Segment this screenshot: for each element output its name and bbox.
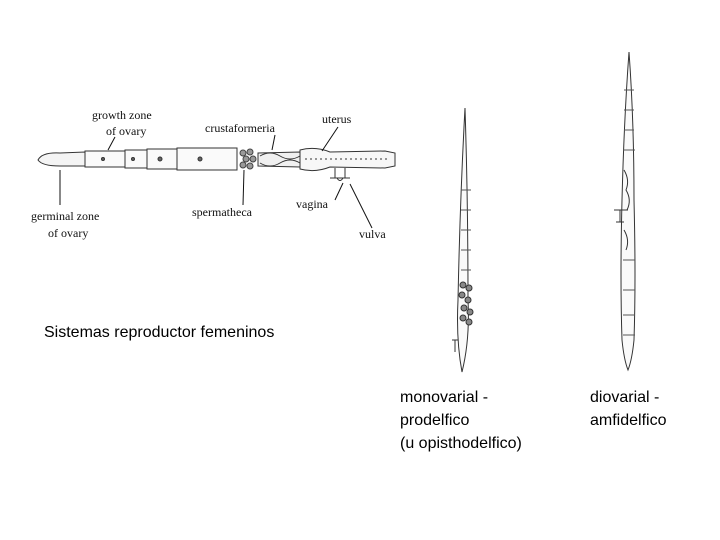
label-spermatheca: spermatheca [192, 205, 252, 219]
caption-monovarial-line2: prodelfico [400, 411, 469, 430]
horizontal-tract [38, 148, 395, 181]
monovarial-worm [452, 108, 473, 372]
label-growth-zone-line1: growth zone [92, 108, 152, 122]
caption-diovarial-line2: amfidelfico [590, 411, 666, 430]
label-vulva: vulva [359, 227, 386, 241]
caption-monovarial-line3: (u opisthodelfico) [400, 434, 522, 453]
label-vagina: vagina [296, 197, 328, 211]
caption-monovarial-line1: monovarial - [400, 388, 488, 407]
label-crustaformeria: crustaformeria [205, 121, 275, 135]
caption-diovarial-line1: diovarial - [590, 388, 659, 407]
label-germinal-zone-line2: of ovary [48, 226, 88, 240]
label-growth-zone-line2: of ovary [106, 124, 146, 138]
label-uterus: uterus [322, 112, 351, 126]
label-germinal-zone-line1: germinal zone [31, 209, 99, 223]
caption-title: Sistemas reproductor femeninos [44, 323, 274, 342]
diovarial-worm [614, 52, 635, 370]
